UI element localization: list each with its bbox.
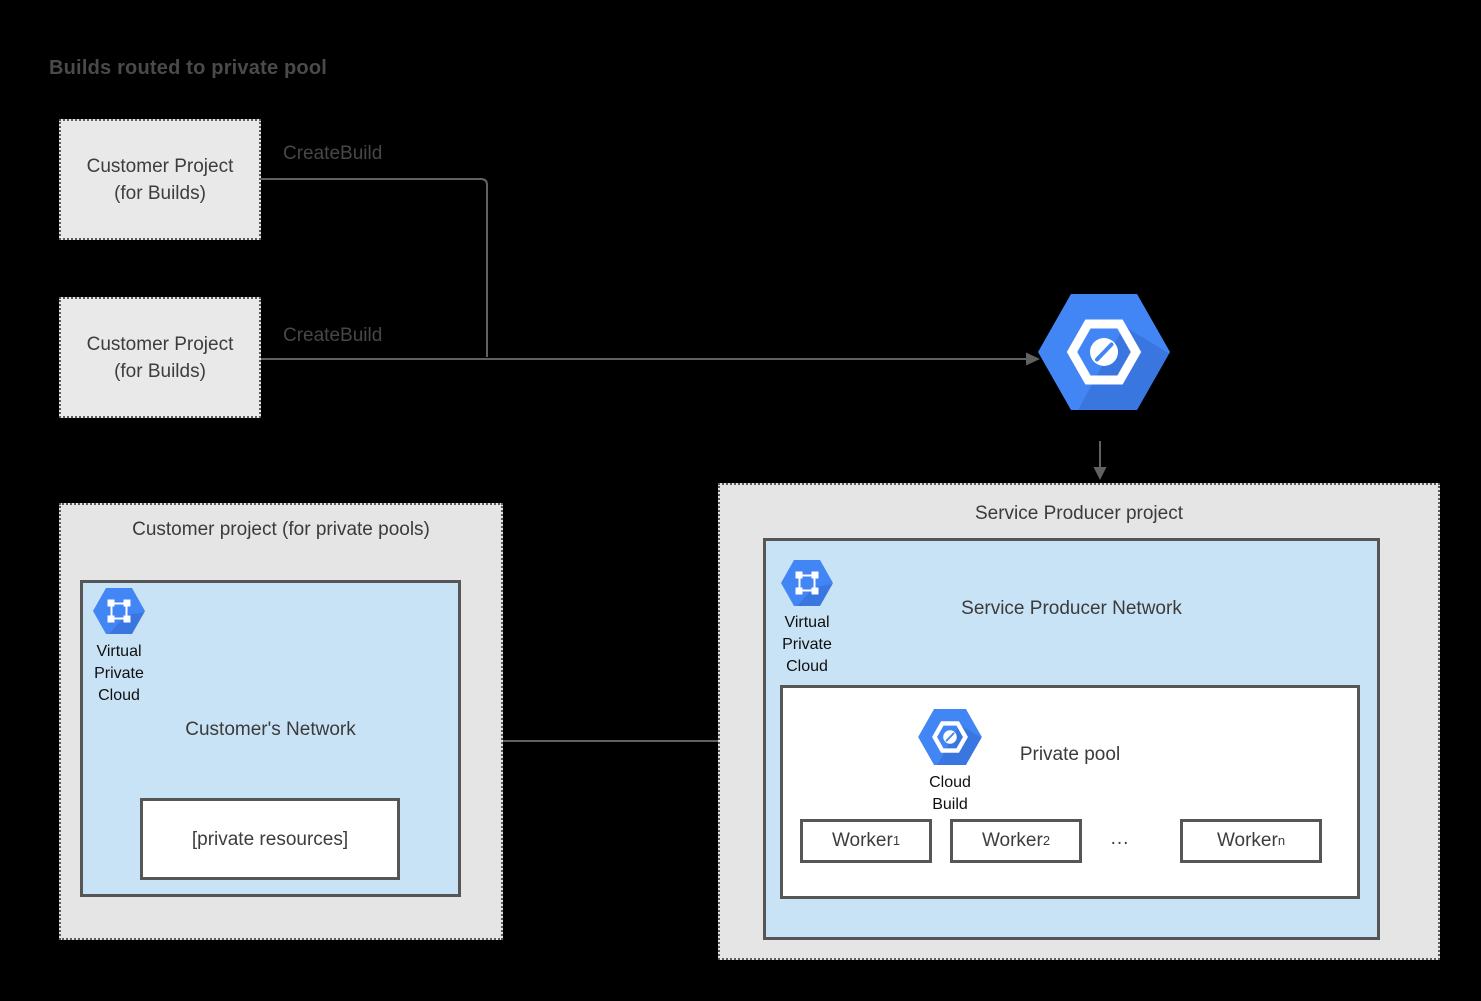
private-pool-label: Private pool [1019, 744, 1121, 765]
worker-label: Worker [1216, 830, 1278, 851]
box-label: Customer Project (for Builds) [87, 153, 234, 207]
vpc-caption: Virtual Private Cloud [82, 641, 156, 707]
cloud-build-caption-line: Build [932, 796, 968, 813]
box-label: Customer Project (for Builds) [87, 331, 234, 385]
vpc-caption-line: Cloud [98, 687, 140, 704]
cloud-build-caption: Cloud Build [905, 772, 995, 816]
arrowhead-into-cloud-build [1026, 352, 1040, 366]
box-label-line1: Customer Project [86, 333, 234, 355]
cloud-build-icon [1038, 294, 1170, 410]
private-pool-box [780, 685, 1360, 899]
private-resources-label: [private resources] [191, 828, 349, 850]
vpc-icon [93, 588, 145, 634]
worker-label: Worker [831, 830, 893, 851]
vpc-caption-line: Private [94, 665, 144, 682]
arrowhead-down [1093, 467, 1107, 480]
vpc-caption-line: Private [782, 636, 832, 653]
edge-createbuild-1 [261, 178, 488, 357]
box-label-line2: (for Builds) [114, 182, 206, 204]
cloud-build-caption-line: Cloud [929, 774, 971, 791]
diagram-title: Builds routed to private pool [49, 57, 328, 79]
worker-label: Worker [981, 830, 1043, 851]
customer-pool-project-title: Customer project (for private pools) [132, 519, 430, 540]
vpc-caption-line: Virtual [96, 643, 142, 660]
box-label-line1: Customer Project [86, 155, 234, 177]
customer-network-label: Customer's Network [185, 719, 356, 740]
createbuild-label-2: CreateBuild [283, 325, 383, 346]
worker-ellipsis: ... [1110, 828, 1130, 849]
customer-project-builds-box-1: Customer Project (for Builds) [59, 119, 261, 240]
customer-project-builds-box-2: Customer Project (for Builds) [59, 297, 261, 418]
private-resources-box: [private resources] [140, 798, 400, 880]
service-producer-project-title: Service Producer project [974, 503, 1184, 524]
vpc-caption: Virtual Private Cloud [770, 612, 844, 678]
service-producer-network-label: Service Producer Network [961, 598, 1182, 619]
cloud-build-icon [918, 709, 982, 765]
vpc-caption-line: Virtual [784, 614, 830, 631]
createbuild-label-1: CreateBuild [283, 143, 383, 164]
vpc-caption-line: Cloud [786, 658, 828, 675]
vpc-icon [781, 560, 833, 606]
box-label-line2: (for Builds) [114, 360, 206, 382]
